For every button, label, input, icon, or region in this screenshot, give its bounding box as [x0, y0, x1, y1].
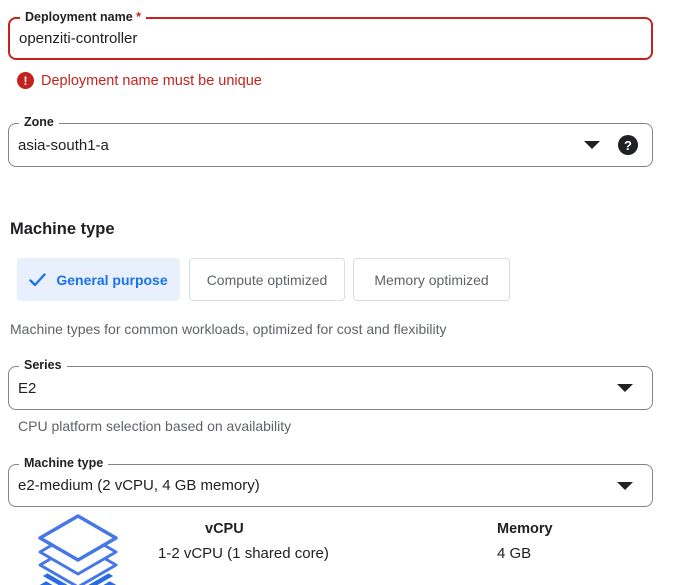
layers-icon — [35, 513, 121, 585]
error-message: Deployment name must be unique — [41, 72, 262, 89]
series-select[interactable]: Series E2 — [8, 358, 653, 410]
machine-type-select[interactable]: Machine type e2-medium (2 vCPU, 4 GB mem… — [8, 456, 653, 507]
zone-select[interactable]: Zone asia-south1-a ? — [8, 115, 653, 167]
machine-type-label: Machine type — [19, 456, 109, 471]
tab-label: Memory optimized — [374, 271, 489, 288]
series-label: Series — [19, 358, 67, 373]
zone-value: asia-south1-a — [18, 136, 109, 154]
spec-column-memory: Memory — [497, 521, 553, 537]
machine-type-value: e2-medium (2 vCPU, 4 GB memory) — [18, 477, 260, 494]
dropdown-arrow-icon[interactable] — [617, 384, 633, 392]
deployment-name-error: ! Deployment name must be unique — [17, 72, 262, 89]
dropdown-arrow-icon[interactable] — [584, 141, 600, 149]
tab-general-purpose[interactable]: General purpose — [17, 258, 180, 301]
zone-label: Zone — [19, 115, 59, 130]
series-value: E2 — [18, 379, 37, 397]
deployment-name-input[interactable] — [10, 19, 651, 58]
tab-label: General purpose — [56, 271, 168, 288]
tab-compute-optimized[interactable]: Compute optimized — [189, 258, 345, 301]
machine-type-heading: Machine type — [10, 220, 115, 238]
check-icon — [29, 272, 47, 286]
machine-type-description: Machine types for common workloads, opti… — [10, 321, 447, 337]
dropdown-arrow-icon[interactable] — [617, 481, 633, 490]
series-helper-text: CPU platform selection based on availabi… — [18, 418, 292, 434]
spec-value-vcpu: 1-2 vCPU (1 shared core) — [158, 545, 329, 562]
required-asterisk: * — [136, 10, 142, 24]
spec-value-memory: 4 GB — [497, 545, 532, 562]
spec-column-vcpu: vCPU — [205, 521, 244, 537]
tab-memory-optimized[interactable]: Memory optimized — [353, 258, 510, 301]
tab-label: Compute optimized — [206, 271, 328, 288]
error-icon: ! — [17, 72, 34, 89]
zone-help-icon[interactable]: ? — [618, 135, 638, 155]
deployment-name-field[interactable]: Deployment name * — [8, 10, 653, 60]
